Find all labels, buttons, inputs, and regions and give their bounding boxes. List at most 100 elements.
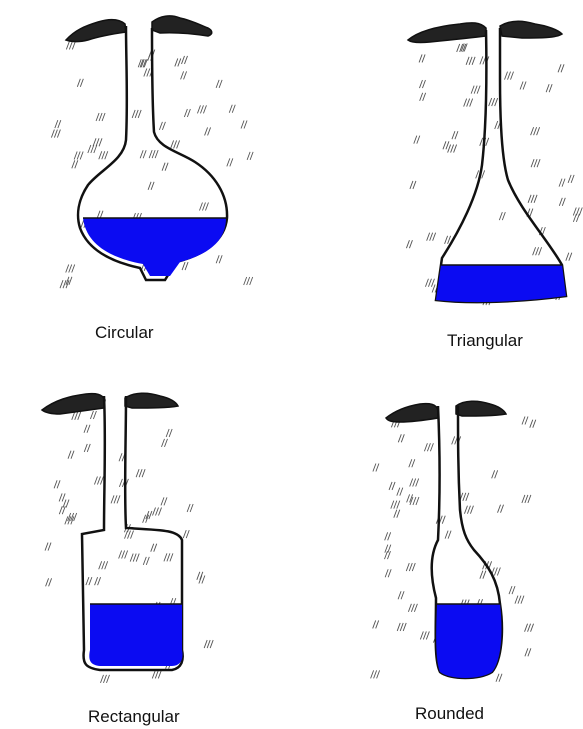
soil-hatch-mark xyxy=(523,82,526,90)
soil-hatch-mark xyxy=(522,495,525,503)
soil-hatch-mark xyxy=(466,57,469,65)
soil-hatch-mark xyxy=(495,470,498,478)
soil-hatch-mark xyxy=(48,543,51,551)
soil-hatch-mark xyxy=(470,99,473,107)
soil-hatch-mark xyxy=(49,578,52,586)
soil-hatch-mark xyxy=(412,459,415,467)
soil-hatch-mark xyxy=(410,479,413,487)
soil-hatch-mark xyxy=(133,554,136,562)
soil-hatch-mark xyxy=(409,459,412,467)
soil-hatch-mark xyxy=(373,463,376,471)
soil-hatch-mark xyxy=(400,488,403,496)
soil-hatch-mark xyxy=(102,561,105,569)
soil-hatch-mark xyxy=(155,150,158,158)
soil-hatch-mark xyxy=(534,127,537,135)
soil-hatch-mark xyxy=(119,550,122,558)
soil-hatch-mark xyxy=(448,531,451,539)
soil-hatch-mark xyxy=(414,604,417,612)
soil-hatch-mark xyxy=(571,175,574,183)
soil-hatch-mark xyxy=(391,501,394,509)
soil-hatch-mark xyxy=(66,41,69,49)
soil-hatch-mark xyxy=(464,506,467,514)
soil-hatch-mark xyxy=(99,138,102,146)
soil-hatch-mark xyxy=(419,54,422,62)
soil-hatch-mark xyxy=(559,198,562,206)
soil-hatch-mark xyxy=(562,198,565,206)
soil-hatch-mark xyxy=(185,262,188,270)
soil-hatch-mark xyxy=(483,571,486,579)
water-fill xyxy=(436,604,501,678)
soil-hatch-mark xyxy=(74,513,77,521)
soil-hatch-mark xyxy=(457,44,460,52)
soil-hatch-mark xyxy=(68,451,71,459)
water-fill xyxy=(83,218,226,276)
soil-hatch-mark xyxy=(111,495,114,503)
soil-hatch-mark xyxy=(103,675,106,683)
soil-hatch-mark xyxy=(467,506,470,514)
soil-hatch-mark xyxy=(400,623,403,631)
soil-hatch-mark xyxy=(184,71,187,79)
soil-hatch-mark xyxy=(59,506,62,514)
soil-hatch-mark xyxy=(171,140,174,148)
soil-hatch-mark xyxy=(531,159,534,167)
soil-hatch-mark xyxy=(241,120,244,128)
soil-hatch-mark xyxy=(511,72,514,80)
soil-hatch-mark xyxy=(406,563,409,571)
soil-hatch-mark xyxy=(542,227,545,235)
soil-hatch-mark xyxy=(409,240,412,248)
soil-hatch-mark xyxy=(69,41,72,49)
soil-hatch-mark xyxy=(546,84,549,92)
soil-hatch-mark xyxy=(530,420,533,428)
soil-hatch-mark xyxy=(422,54,425,62)
soil-hatch-mark xyxy=(394,501,397,509)
soil-hatch-mark xyxy=(561,64,564,72)
soil-hatch-mark xyxy=(534,195,537,203)
soil-hatch-mark xyxy=(522,416,525,424)
soil-hatch-mark xyxy=(227,158,230,166)
soil-hatch-mark xyxy=(376,620,379,628)
soil-hatch-mark xyxy=(413,479,416,487)
soil-hatch-mark xyxy=(77,151,80,159)
soil-hatch-mark xyxy=(84,425,87,433)
soil-hatch-mark xyxy=(536,247,539,255)
soil-hatch-mark xyxy=(143,557,146,565)
soil-hatch-mark xyxy=(72,265,75,273)
soil-hatch-mark xyxy=(525,416,528,424)
soil-hatch-mark xyxy=(131,531,134,539)
soil-hatch-mark xyxy=(474,86,477,94)
soil-hatch-mark xyxy=(199,202,202,210)
soil-hatch-mark xyxy=(66,500,69,508)
soil-hatch-mark xyxy=(406,240,409,248)
soil-hatch-mark xyxy=(93,138,96,146)
soil-hatch-mark xyxy=(69,277,72,285)
soil-hatch-mark xyxy=(495,98,498,106)
soil-hatch-mark xyxy=(558,64,561,72)
soil-hatch-mark xyxy=(534,159,537,167)
soil-hatch-mark xyxy=(451,145,454,153)
soil-hatch-mark xyxy=(138,110,141,118)
soil-hatch-mark xyxy=(152,670,155,678)
soil-hatch-mark xyxy=(158,670,161,678)
soil-hatch-mark xyxy=(216,80,219,88)
soil-hatch-mark xyxy=(100,477,103,485)
soil-hatch-mark xyxy=(182,262,185,270)
soil-hatch-mark xyxy=(205,127,208,135)
soil-hatch-mark xyxy=(420,631,423,639)
soil-hatch-mark xyxy=(394,510,397,518)
soil-hatch-mark xyxy=(164,553,167,561)
soil-hatch-mark xyxy=(413,497,416,505)
soil-hatch-mark xyxy=(72,160,75,168)
soil-hatch-mark xyxy=(250,277,253,285)
soil-hatch-mark xyxy=(87,425,90,433)
soil-hatch-mark xyxy=(525,624,528,632)
soil-hatch-mark xyxy=(202,202,205,210)
soil-hatch-mark xyxy=(509,586,512,594)
soil-hatch-mark xyxy=(93,411,96,419)
soil-hatch-mark xyxy=(155,670,158,678)
soil-hatch-mark xyxy=(58,120,61,128)
soil-hatch-mark xyxy=(244,277,247,285)
cistern-rectangular xyxy=(42,393,213,683)
caption-triangular: Triangular xyxy=(447,331,523,351)
soil-hatch-mark xyxy=(186,530,189,538)
soil-hatch-mark xyxy=(446,141,449,149)
